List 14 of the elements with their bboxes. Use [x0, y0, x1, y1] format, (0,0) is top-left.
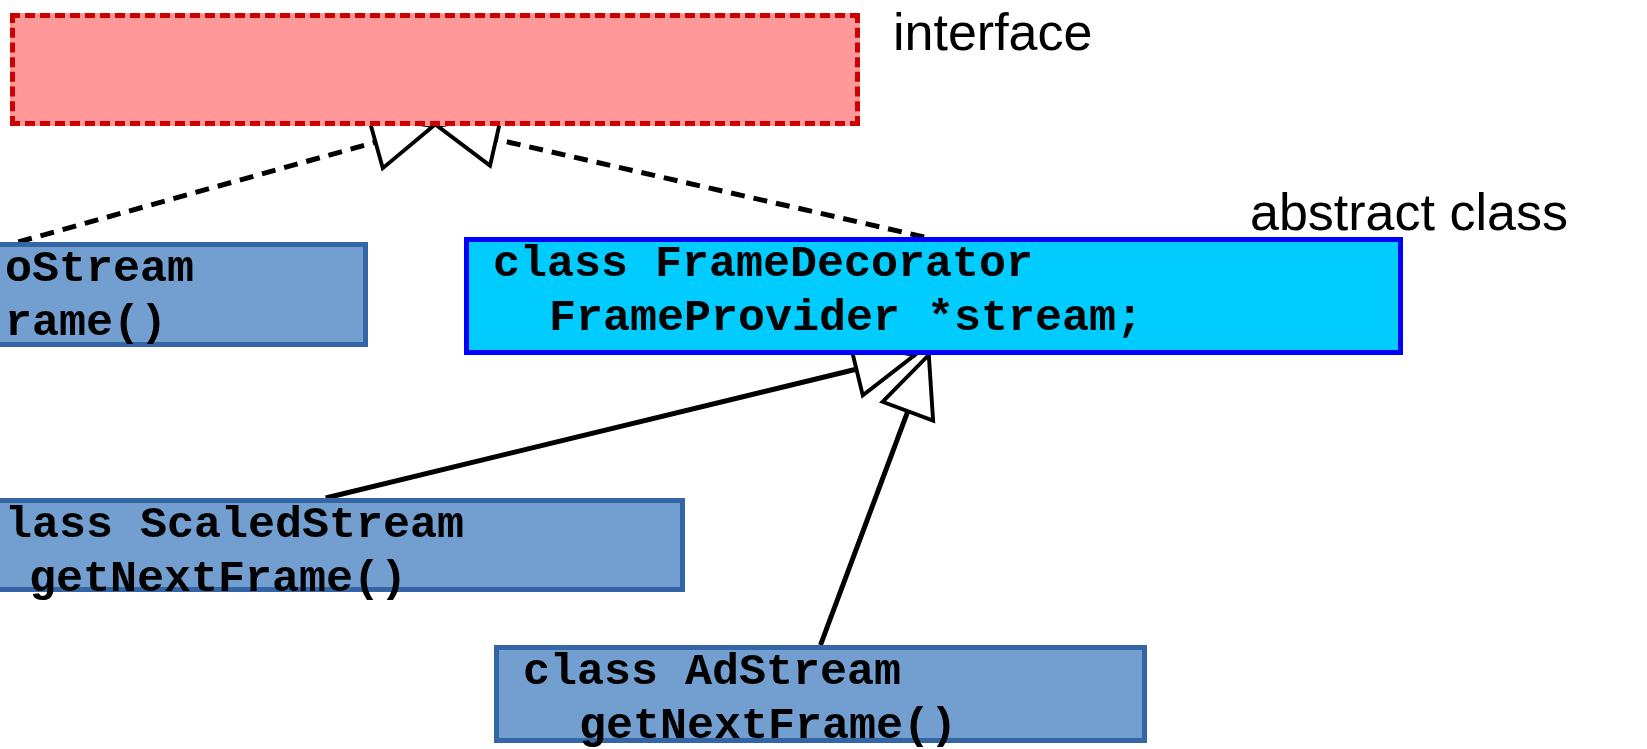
class-name: class AdStream — [523, 650, 902, 695]
interface-box — [10, 13, 860, 126]
class-member: getNextFrame() — [579, 704, 958, 749]
class-name: class FrameDecorator — [493, 242, 1034, 287]
stereotype-label: abstract class — [1250, 182, 1568, 243]
class-member: rame() — [5, 301, 168, 346]
inheritance-arrow — [818, 353, 936, 646]
class-member: getNextFrame() — [29, 557, 408, 602]
class-member: FrameProvider *stream; — [549, 296, 1144, 341]
class-box — [464, 237, 1403, 355]
class-name: oStream — [5, 247, 195, 292]
class-box — [0, 242, 368, 347]
class-name: lass ScaledStream — [5, 503, 465, 548]
stereotype-label: interface — [893, 2, 1093, 63]
